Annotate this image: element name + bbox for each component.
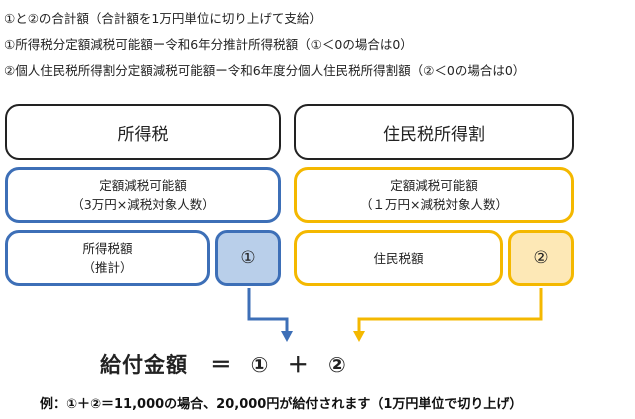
resident-tax-header: 住民税所得割 [294,104,574,160]
arrow-1-head [281,331,293,342]
income-tax-deduction-detail: （3万円×減税対象人数） [71,197,215,212]
resident-tax-amount-label: 住民税額 [373,250,424,266]
income-tax-amount-box: 所得税額 （推計） [5,230,210,286]
note-income-tax: ①所得税分定額減税可能額ー令和6年分推計所得税額（①＜0の場合は0） [4,37,413,52]
resident-tax-deduction-box: 定額減税可能額 （１万円×減税対象人数） [294,167,574,223]
note-total: ①と②の合計額（合計額を1万円単位に切り上げて支給） [4,11,322,26]
formula-term-2: ② [328,353,347,377]
income-tax-deduction-label: 定額減税可能額 [99,178,187,193]
income-tax-header-label: 所得税 [117,124,169,145]
benefit-formula: 給付金額 ＝ ① ＋ ② [100,349,400,379]
result-1-box: ① [215,230,281,286]
result-2-label: ② [533,248,549,268]
income-tax-amount-note: （推計） [82,260,133,275]
formula-equals: ＝ [210,353,233,377]
formula-label: 給付金額 [100,353,188,377]
note-resident-tax: ②個人住民税所得割分定額減税可能額ー令和6年度分個人住民税所得割額（②＜0の場合… [4,63,526,78]
arrow-2-line [357,288,543,333]
formula-plus: ＋ [287,353,310,377]
result-1-label: ① [240,248,256,268]
arrow-1-line [247,288,289,333]
income-tax-amount-label: 所得税額 [82,241,133,256]
income-tax-header: 所得税 [5,104,281,160]
example-note: 例：①＋②＝11,000の場合、20,000円が給付されます（1万円単位で切り上… [40,397,523,412]
resident-tax-deduction-label: 定額減税可能額 [390,178,478,193]
income-tax-deduction-box: 定額減税可能額 （3万円×減税対象人数） [5,167,281,223]
resident-tax-amount-box: 住民税額 [294,230,503,286]
arrow-2-head [353,331,365,342]
resident-tax-deduction-detail: （１万円×減税対象人数） [360,197,508,212]
result-2-box: ② [508,230,574,286]
formula-term-1: ① [250,353,270,377]
resident-tax-header-label: 住民税所得割 [383,124,485,145]
